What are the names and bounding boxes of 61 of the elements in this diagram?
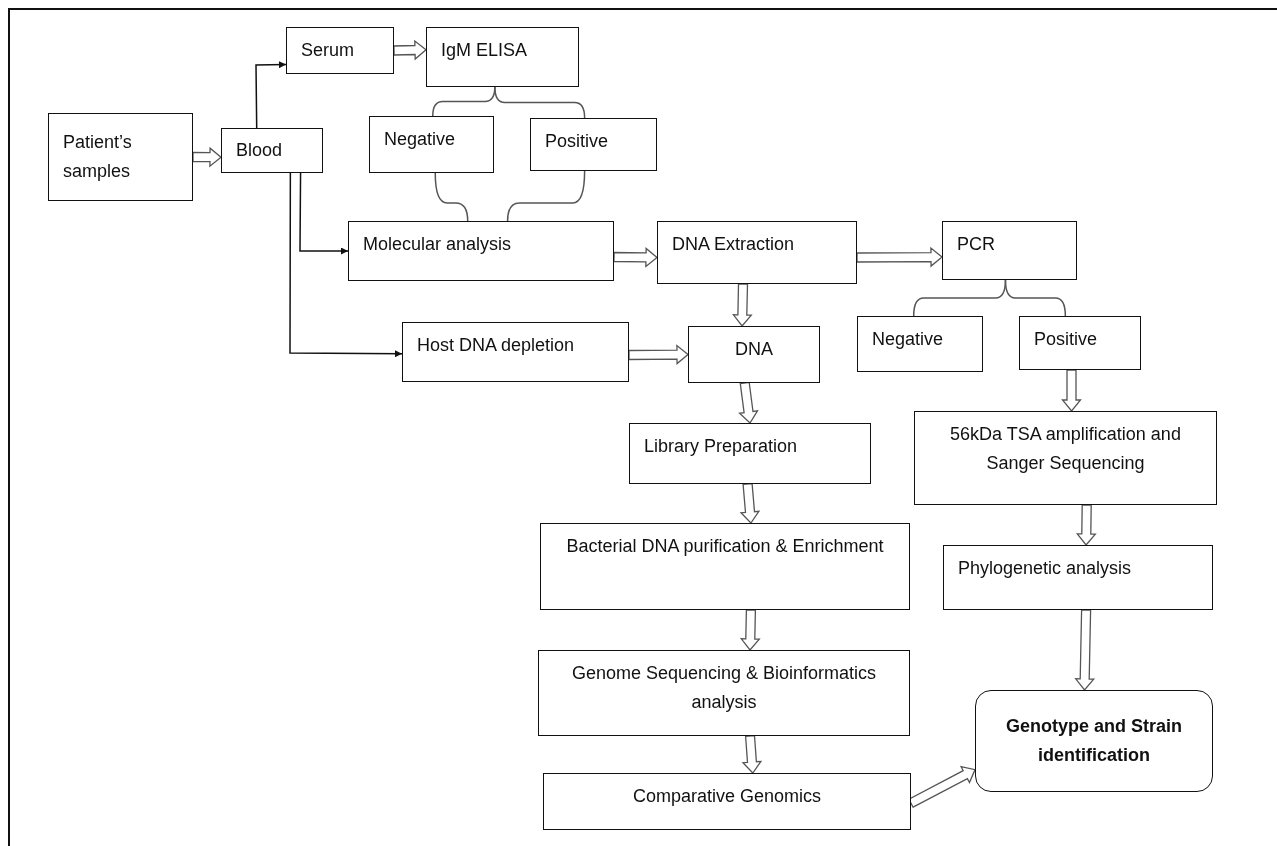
- box-label: Bacterial DNA purification & Enrichment: [566, 535, 884, 558]
- result-box: [975, 690, 1213, 792]
- block-arrow: [1075, 504, 1097, 547]
- block-arrow: [739, 482, 761, 525]
- process-box: [943, 545, 1213, 610]
- box-label: 56kDa TSA amplification and Sanger Sequencing: [949, 423, 1182, 475]
- process-box: [48, 113, 193, 201]
- arrow: [255, 61, 287, 129]
- process-box: [530, 118, 657, 171]
- box-label: IgM ELISA: [441, 39, 528, 62]
- box-label: Phylogenetic analysis: [958, 557, 1132, 580]
- block-arrow: [732, 283, 753, 328]
- box-label: Library Preparation: [644, 435, 798, 458]
- box-label: Positive: [545, 130, 609, 153]
- process-box: [857, 316, 983, 372]
- arrow: [299, 172, 349, 255]
- process-box: [348, 221, 614, 281]
- block-arrow: [1074, 609, 1096, 692]
- box-label: Comparative Genomics: [632, 785, 822, 808]
- process-box: [543, 773, 911, 830]
- process-box: [369, 116, 494, 173]
- box-label: PCR: [957, 233, 995, 256]
- box-label: Genome Sequencing & Bioinformatics analysis: [570, 662, 878, 714]
- process-box: [942, 221, 1077, 280]
- block-arrow: [738, 381, 759, 424]
- block-arrow: [613, 247, 659, 268]
- process-box: [657, 221, 857, 284]
- box-label: Molecular analysis: [363, 233, 512, 256]
- process-box: [540, 523, 910, 610]
- block-arrow: [856, 246, 944, 268]
- block-arrow: [628, 344, 690, 365]
- block-arrow: [739, 609, 761, 652]
- process-box: [426, 27, 579, 87]
- brace-connector: [1004, 279, 1067, 317]
- process-box: [629, 423, 871, 484]
- box-label: Genotype and Strain identification: [1005, 715, 1183, 767]
- brace-connector: [494, 86, 586, 119]
- brace-connector: [434, 172, 469, 222]
- arrow: [289, 172, 403, 358]
- block-arrow: [393, 39, 428, 61]
- process-box: [914, 411, 1217, 505]
- brace-connector: [506, 170, 586, 222]
- process-box: [1019, 316, 1141, 370]
- process-box: [538, 650, 910, 736]
- box-label: Positive: [1034, 328, 1098, 351]
- process-box: [402, 322, 629, 382]
- box-label: Serum: [301, 39, 354, 63]
- block-arrow: [741, 735, 763, 775]
- box-label: DNA Extraction: [672, 233, 795, 256]
- box-label: Negative: [384, 128, 456, 151]
- process-box: [286, 27, 394, 74]
- block-arrow: [1061, 369, 1082, 413]
- box-label: DNA: [735, 338, 773, 361]
- block-arrow: [192, 146, 223, 168]
- process-box: [688, 326, 820, 383]
- box-label: Blood: [236, 139, 283, 163]
- box-label: Patient’s samples: [63, 131, 133, 183]
- block-arrow: [908, 765, 976, 809]
- box-label: Host DNA depletion: [417, 334, 575, 357]
- process-box: [221, 128, 323, 173]
- box-label: Negative: [872, 328, 944, 351]
